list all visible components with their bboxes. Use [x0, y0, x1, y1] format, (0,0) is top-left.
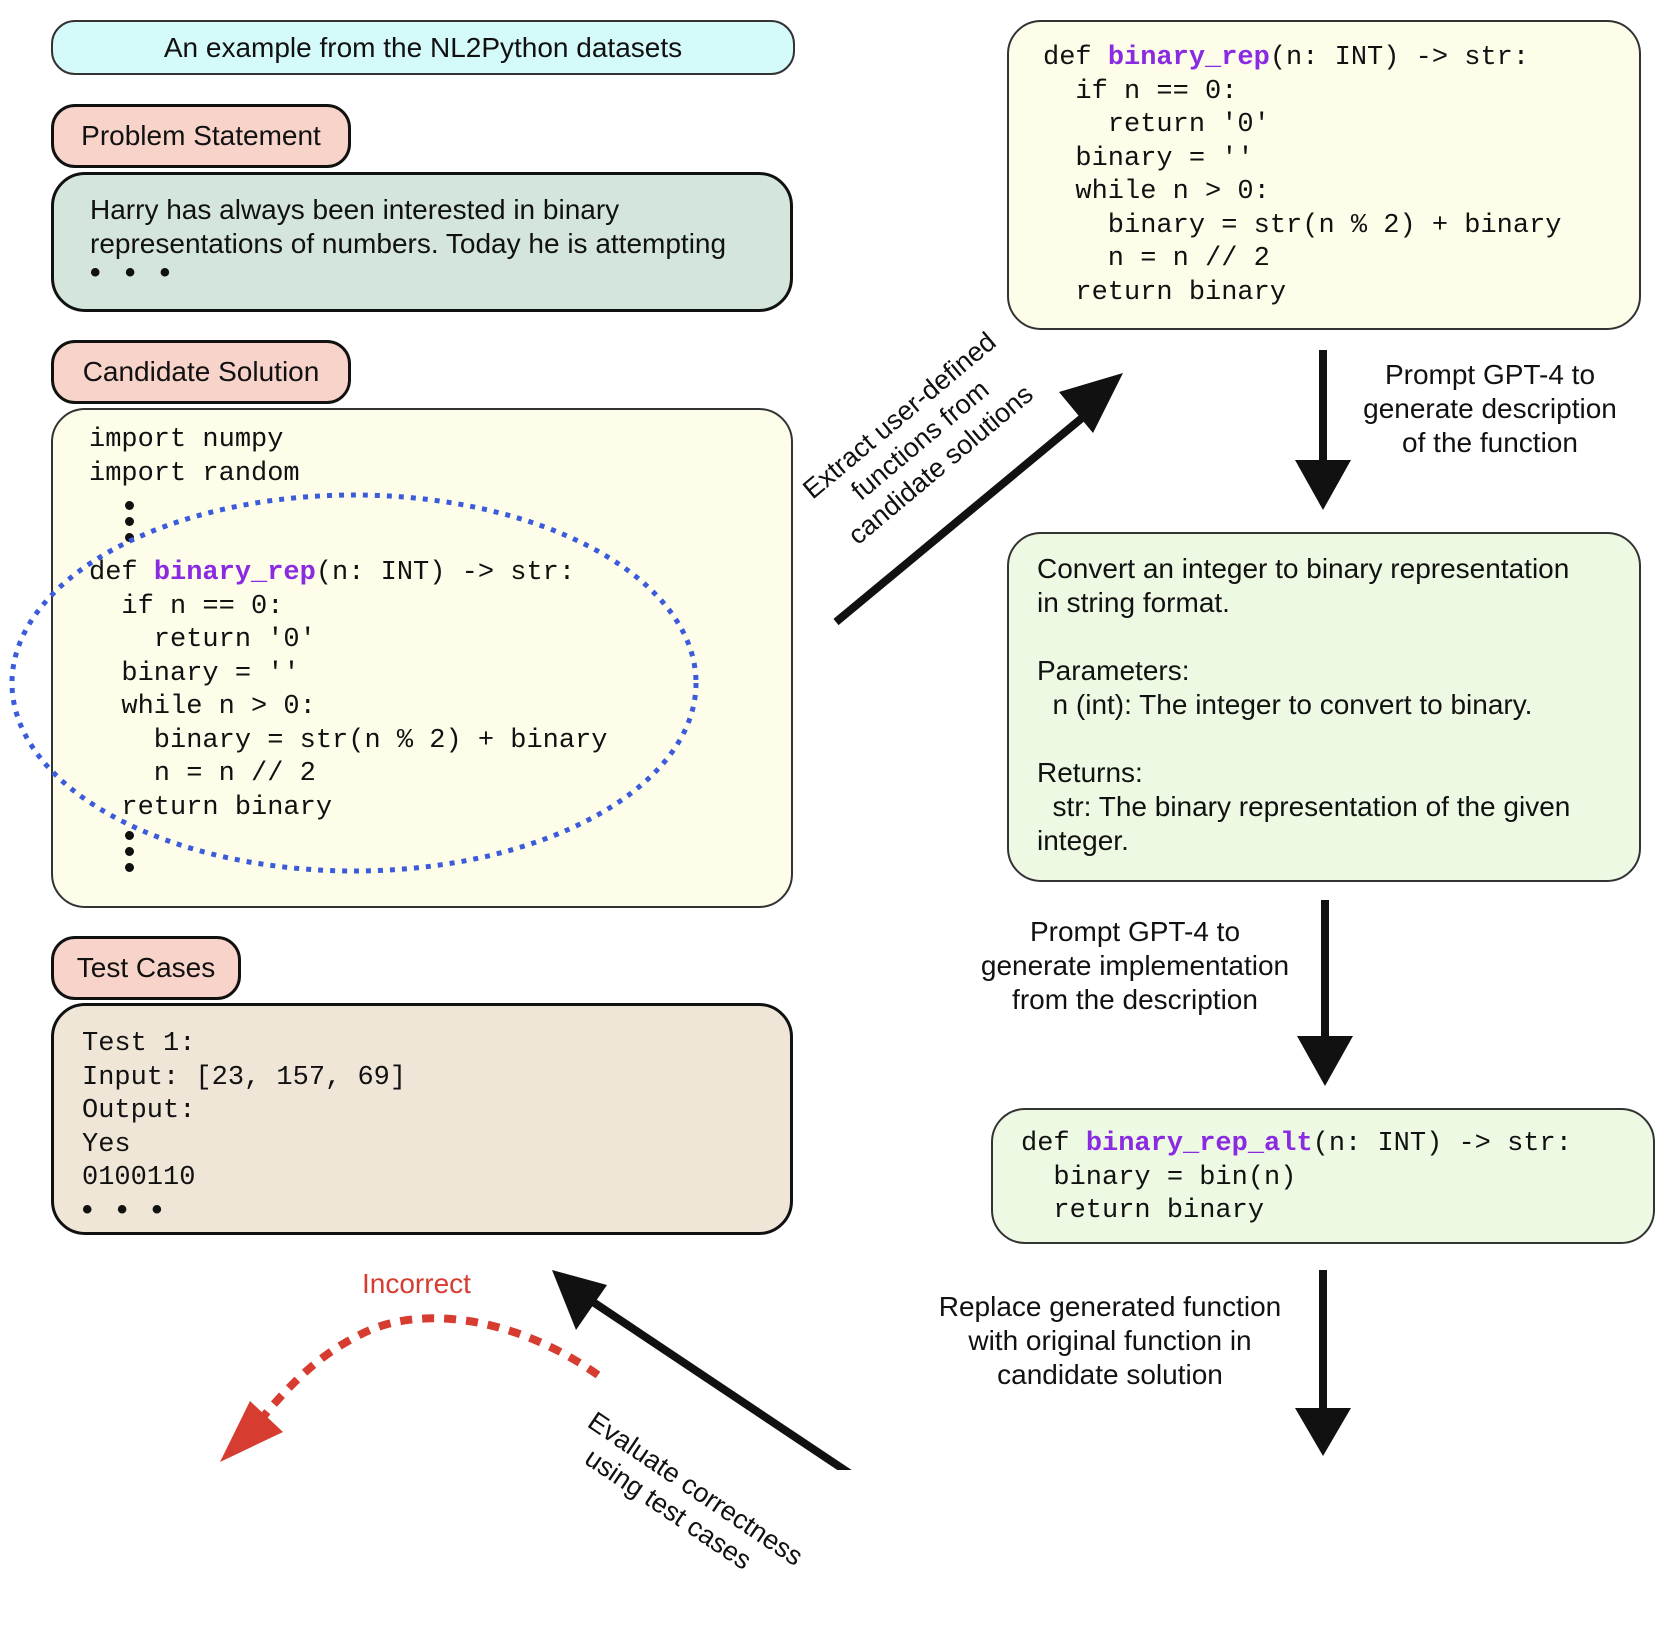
description-line-6: str: The binary representation of the gi…	[1037, 791, 1571, 822]
incorrect-caption: Incorrect	[362, 1268, 471, 1299]
candidate-def-line: def binary_rep(n: INT) -> str:	[89, 558, 576, 588]
generated-function-body: binary = bin(n) return binary	[1053, 1162, 1297, 1227]
vertical-dots-bottom	[123, 825, 791, 885]
generated-def-line: def binary_rep_alt(n: INT) -> str:	[1021, 1129, 1572, 1159]
implement-caption: Prompt GPT-4 to generate implementation …	[980, 916, 1290, 1015]
test-line-1: Test 1:	[82, 1029, 196, 1059]
evaluate-caption: Evaluate correctness using test cases	[579, 1405, 809, 1576]
problem-text-line-2: representations of numbers. Today he is …	[90, 228, 727, 259]
problem-statement-box: Harry has always been interested in bina…	[51, 172, 793, 312]
candidate-import-2: import random	[89, 458, 300, 489]
description-line-5: Returns:	[1037, 757, 1143, 788]
ellipsis-dots: • • •	[82, 1192, 171, 1226]
describe-caption: Prompt GPT-4 to generate description of …	[1363, 359, 1617, 458]
replace-caption: Replace generated function with original…	[938, 1291, 1282, 1390]
extracted-def-line: def binary_rep(n: INT) -> str:	[1043, 43, 1530, 73]
test-line-3: Output:	[82, 1096, 196, 1126]
description-line-3: Parameters:	[1037, 655, 1190, 686]
extracted-function-box: def binary_rep(n: INT) -> str: if n == 0…	[1007, 20, 1641, 330]
test-line-4: Yes	[82, 1129, 131, 1160]
problem-statement-label: Problem Statement	[51, 104, 351, 168]
incorrect-arrow	[220, 1314, 601, 1462]
candidate-solution-label: Candidate Solution	[51, 340, 351, 404]
function-name: binary_rep_alt	[1085, 1129, 1313, 1159]
vertical-dots-top	[123, 491, 791, 557]
candidate-function-body: if n == 0: return '0' binary = '' while …	[121, 591, 608, 823]
header-banner: An example from the NL2Python datasets	[51, 20, 795, 75]
test-line-5: 0100110	[82, 1163, 196, 1193]
test-cases-box: Test 1: Input: [23, 157, 69] Output: Yes…	[51, 1003, 793, 1235]
function-name: binary_rep	[153, 558, 316, 588]
test-line-2: Input: [23, 157, 69]	[82, 1062, 407, 1093]
header-title: An example from the NL2Python datasets	[163, 31, 683, 63]
description-line-4: n (int): The integer to convert to binar…	[1037, 689, 1533, 720]
ellipsis-dots: • • •	[90, 256, 179, 289]
generated-function-box: def binary_rep_alt(n: INT) -> str: binar…	[991, 1108, 1655, 1244]
candidate-solution-box: import numpy import random def binary_re…	[51, 408, 793, 908]
problem-text-line-1: Harry has always been interested in bina…	[90, 194, 620, 225]
extract-caption: Extract user-defined functions from cand…	[797, 326, 1039, 551]
description-line-1: Convert an integer to binary representat…	[1037, 553, 1570, 584]
function-description-box: Convert an integer to binary representat…	[1007, 532, 1641, 882]
extracted-function-body: if n == 0: return '0' binary = '' while …	[1075, 76, 1562, 308]
replace-arrow	[1295, 1270, 1351, 1456]
function-name: binary_rep	[1107, 43, 1270, 73]
test-cases-label: Test Cases	[51, 936, 241, 1000]
description-line-7: integer.	[1037, 825, 1129, 856]
candidate-import-1: import numpy	[89, 425, 284, 455]
description-line-2: in string format.	[1037, 587, 1230, 618]
